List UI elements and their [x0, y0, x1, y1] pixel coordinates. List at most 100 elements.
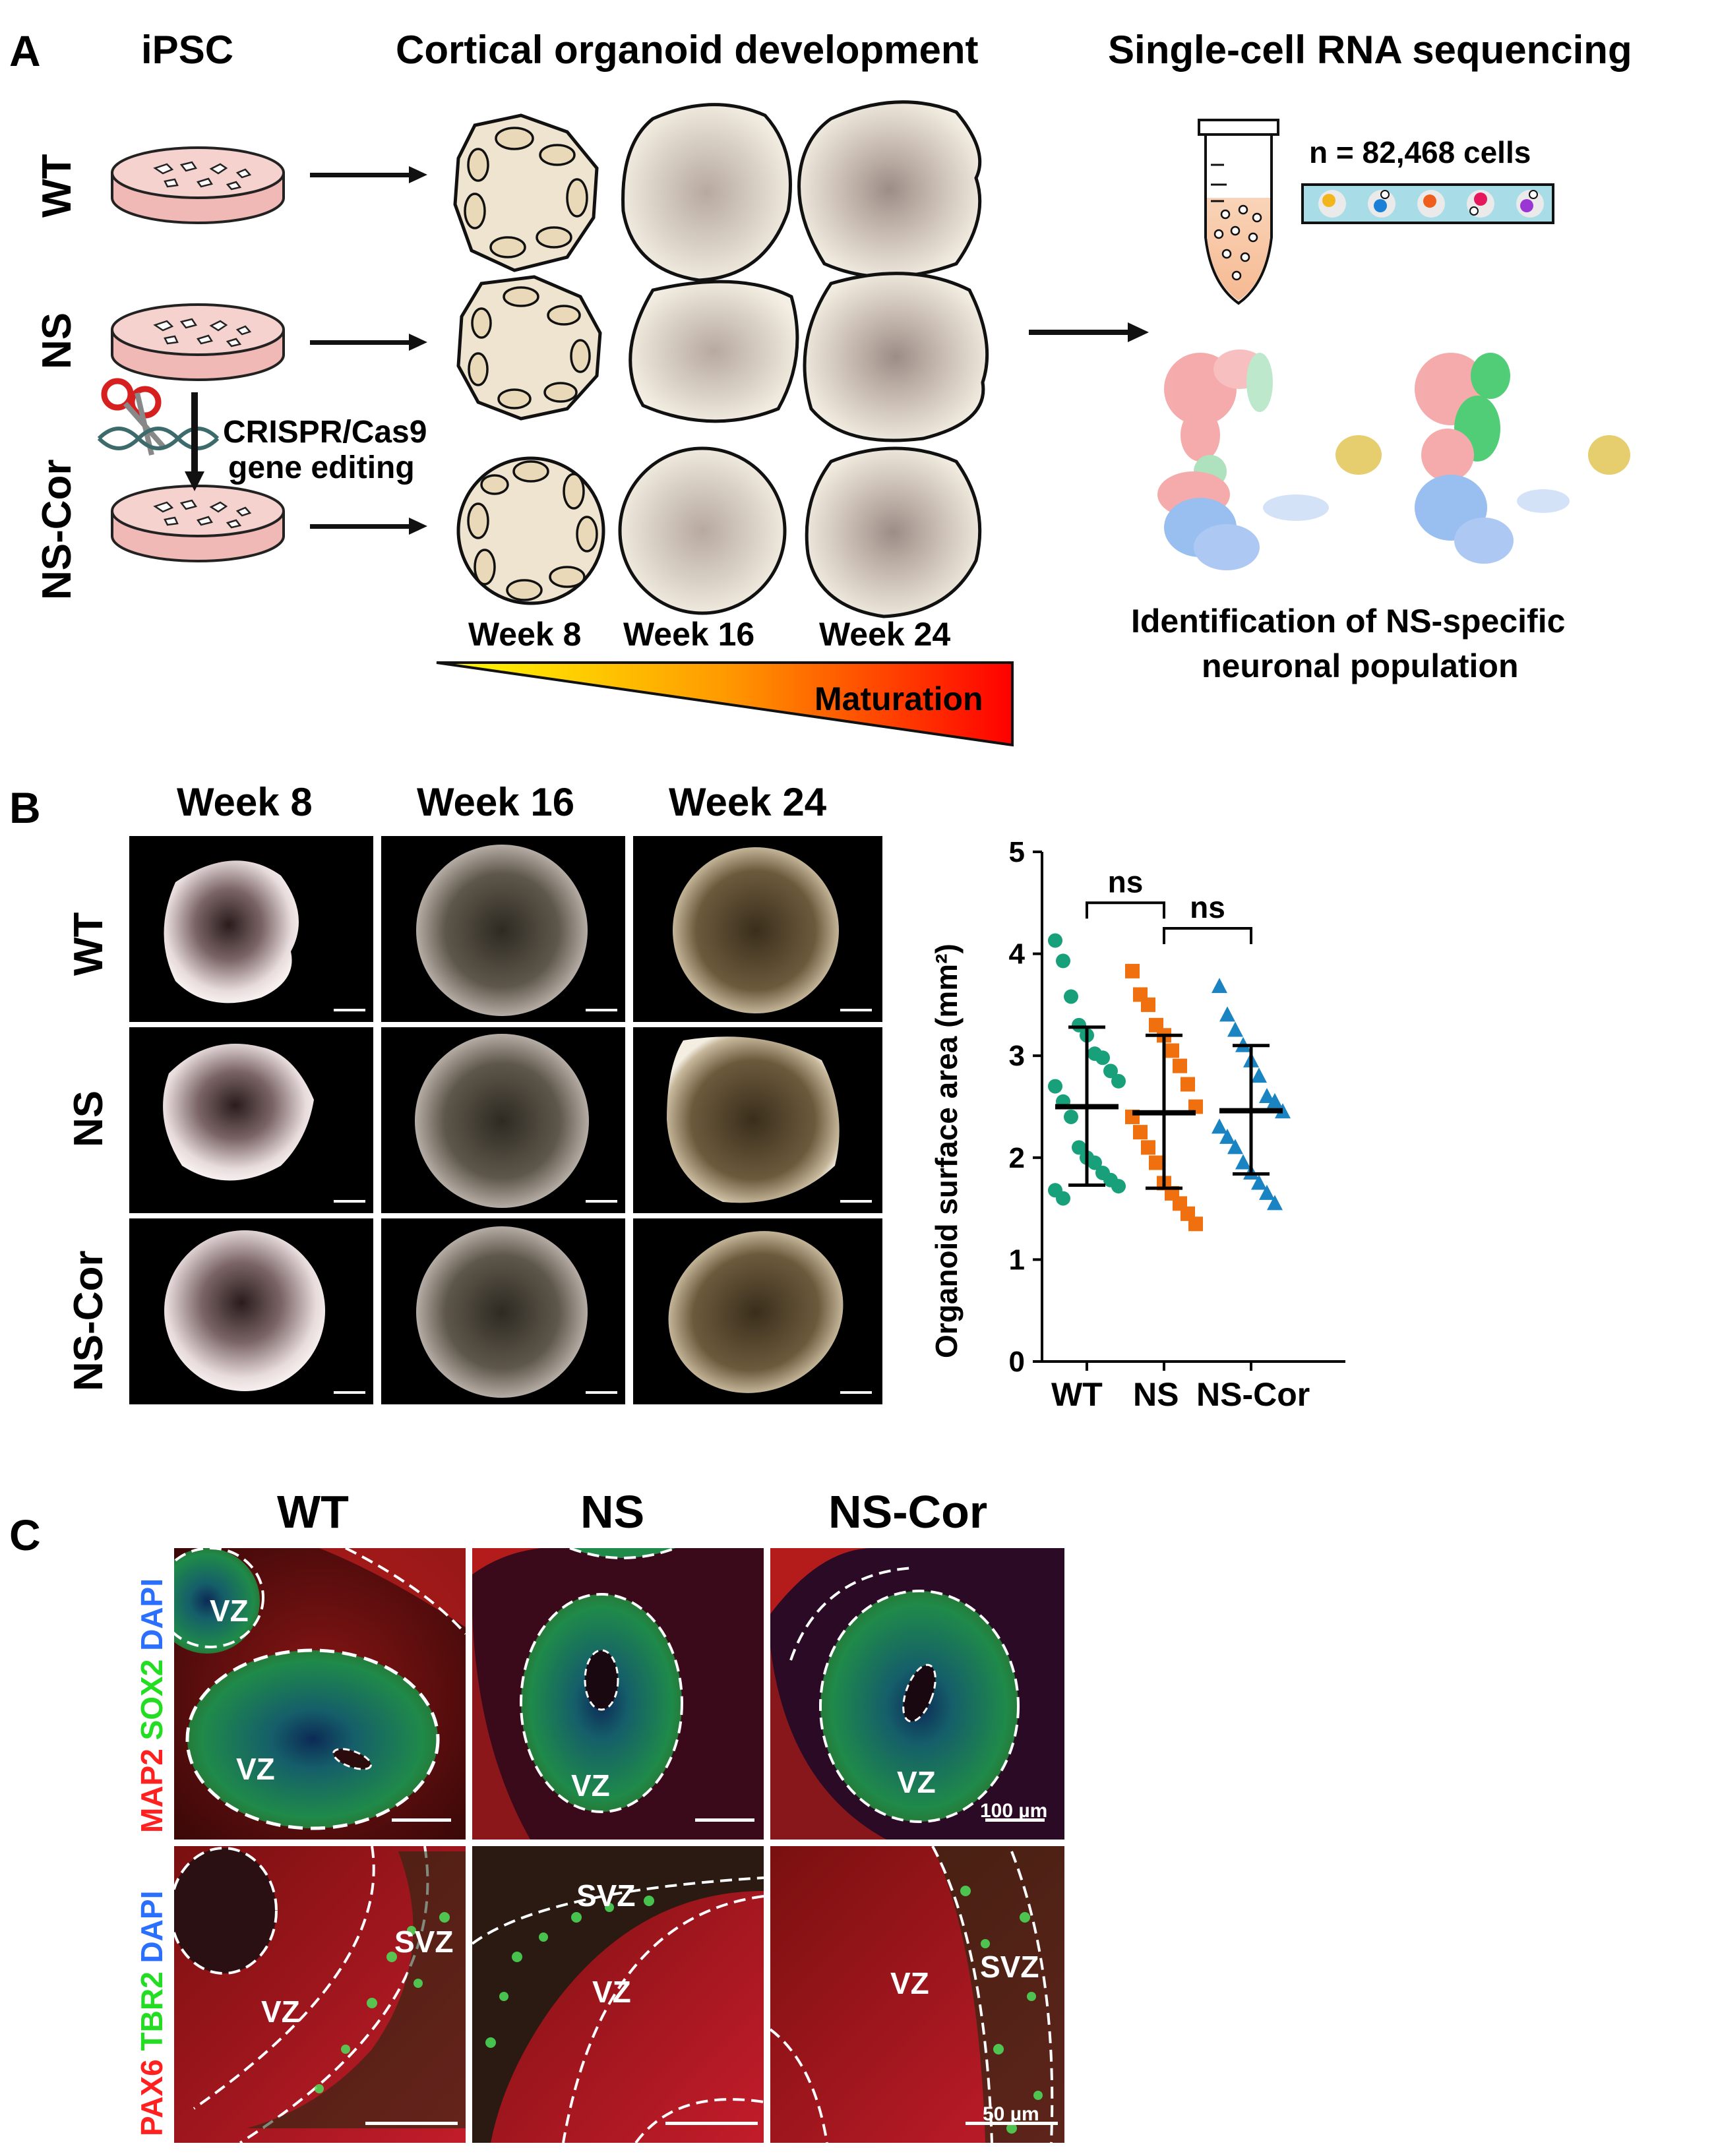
photo-wt-week8	[164, 860, 299, 1003]
maturation-gradient	[436, 661, 1014, 747]
chart-point-wt	[1088, 1155, 1102, 1170]
scrnaseq-heading: Single-cell RNA sequencing	[1108, 28, 1632, 72]
chart-point-wt	[1111, 1179, 1126, 1194]
vz-label-ns: VZ	[571, 1768, 610, 1803]
maturation-label: Maturation	[814, 680, 983, 717]
chart-y-tick-label: 3	[1009, 1040, 1025, 1072]
organoid-wt-week24	[797, 100, 982, 279]
chart-y-tick-label: 2	[1009, 1142, 1025, 1174]
chart-point-wt	[1056, 953, 1070, 969]
row-arrows	[310, 166, 1149, 535]
chart-point-wt	[1048, 933, 1062, 948]
week16-label-a: Week 16	[623, 616, 755, 653]
chart-point-ns-cor	[1251, 1067, 1267, 1083]
sig-label-1: ns	[1108, 864, 1144, 899]
chart-y-tick-label: 4	[1009, 938, 1026, 971]
chart-point-ns	[1181, 1077, 1195, 1092]
panel-c-col-nscor: NS-Cor	[828, 1486, 988, 1538]
organoid-nscor-week24	[805, 446, 982, 618]
umap-right	[1415, 353, 1630, 564]
panel-c-col-wt: WT	[277, 1486, 349, 1538]
immunostain-grid	[174, 1548, 1064, 2143]
sequencing-tube-icon	[1198, 119, 1279, 305]
organoid-ns-week24	[803, 272, 989, 442]
chart-point-ns	[1165, 1043, 1179, 1058]
chart-point-ns-cor	[1219, 1128, 1235, 1144]
week24-header-b: Week 24	[669, 780, 827, 824]
stain-sox2: SOX2	[135, 1659, 169, 1741]
panel-b-row-ns: NS	[66, 1090, 111, 1147]
chart-errorbar-ns-cor	[1219, 1044, 1283, 1176]
chart-point-ns	[1141, 1140, 1155, 1155]
chart-point-ns-cor	[1235, 1154, 1251, 1170]
chart-point-ns-cor	[1227, 1139, 1243, 1154]
crispr-label-2: gene editing	[228, 450, 415, 485]
identification-label-1: Identification of NS-specific	[1131, 603, 1566, 640]
chart-x-label-wt: WT	[1051, 1376, 1103, 1413]
chart-point-ns-cor	[1267, 1195, 1283, 1211]
chart-point-ns-cor	[1251, 1174, 1267, 1190]
sig-label-2: ns	[1190, 890, 1225, 924]
photo-ns-week24	[667, 1036, 840, 1203]
chart-point-wt	[1056, 1191, 1070, 1206]
panel-b-letter: B	[9, 783, 41, 832]
photo-nscor-week8	[164, 1230, 325, 1391]
chart-y-tick-label: 5	[1009, 836, 1025, 868]
panel-c-letter: C	[9, 1511, 41, 1559]
sig-bracket-wt-ns	[1086, 901, 1165, 919]
chart-point-ns-cor	[1212, 978, 1227, 994]
vz-label-wt: VZ	[236, 1752, 275, 1786]
identification-label-2: neuronal population	[1202, 647, 1519, 684]
organoid-ns-week16	[629, 280, 799, 423]
stain-dapi-1: DAPI	[135, 1578, 169, 1651]
chart-point-ns-cor	[1259, 1184, 1275, 1200]
organoid-wt-week16	[621, 103, 792, 282]
vz-label-nscor-row2: VZ	[890, 1966, 929, 2000]
chart-point-wt	[1095, 1050, 1110, 1065]
scale-100-label: 100 µm	[980, 1800, 1048, 1822]
panel-b-row-nscor: NS-Cor	[66, 1250, 111, 1391]
chart-point-wt	[1064, 1109, 1078, 1124]
chart-errorbar-wt	[1055, 1025, 1119, 1187]
chart-x-label-nscor: NS-Cor	[1196, 1376, 1310, 1413]
stain-tbr2: TBR2	[135, 1971, 169, 2051]
photo-ns-week16	[415, 1034, 589, 1208]
week24-label-a: Week 24	[819, 616, 951, 653]
chart-point-ns	[1125, 963, 1140, 978]
chart-point-ns	[1188, 1216, 1203, 1232]
stain-map2: MAP2	[135, 1749, 169, 1833]
organoid-ns-week8	[456, 275, 602, 421]
organoid-wt-week8	[453, 113, 599, 272]
chart-point-wt	[1111, 1073, 1126, 1089]
photo-wt-week24	[673, 847, 839, 1013]
chart-point-ns-cor	[1227, 1021, 1243, 1037]
chart-point-ns	[1133, 1125, 1148, 1140]
sig-bracket-ns-nscor	[1163, 926, 1252, 944]
droplet-channel-icon	[1301, 183, 1554, 224]
chart-errorbar-ns	[1132, 1033, 1196, 1190]
week8-header-b: Week 8	[177, 780, 313, 824]
svz-label-wt: SVZ	[394, 1925, 454, 1959]
week16-header-b: Week 16	[417, 780, 575, 824]
cell-count-label: n = 82,468 cells	[1309, 135, 1531, 169]
chart-point-wt	[1064, 989, 1078, 1004]
petri-dish-wt	[111, 146, 285, 224]
umap-left	[1157, 349, 1382, 570]
ipsc-heading: iPSC	[141, 28, 234, 72]
photo-nscor-week16	[416, 1226, 588, 1398]
chart-point-wt	[1048, 1079, 1062, 1094]
stain-label-row1: MAP2 SOX2 DAPI	[135, 1578, 169, 1833]
panel-c-col-ns: NS	[580, 1486, 645, 1538]
organoid-dev-heading: Cortical organoid development	[396, 28, 979, 72]
svz-label-ns: SVZ	[576, 1878, 636, 1913]
petri-dish-nscor	[111, 485, 285, 562]
chart-point-ns	[1141, 997, 1155, 1012]
chart-point-ns-cor	[1212, 1118, 1227, 1134]
panel-a-letter: A	[9, 26, 41, 75]
week8-label-a: Week 8	[468, 616, 582, 653]
panel-a-illustration	[97, 100, 1630, 747]
chart-point-ns-cor	[1259, 1088, 1275, 1104]
chart-y-axis-label: Organoid surface area (mm²)	[929, 943, 964, 1358]
svz-label-nscor: SVZ	[980, 1950, 1039, 1984]
